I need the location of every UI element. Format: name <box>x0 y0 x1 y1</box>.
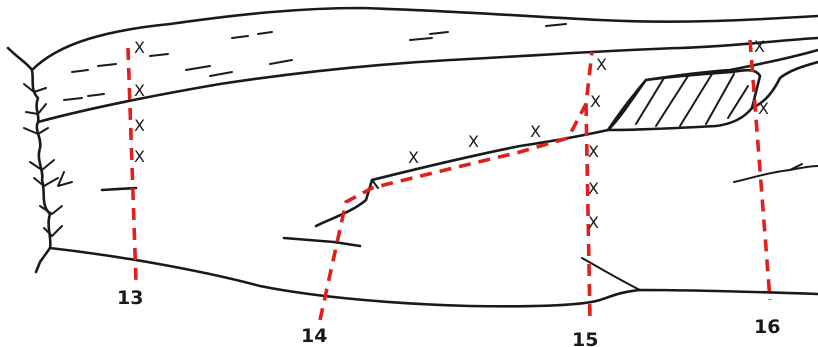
upper-wall-top-line <box>30 6 818 72</box>
x-marker: X <box>134 147 145 166</box>
profile-label-14: 14 <box>301 325 327 347</box>
profile-lines <box>126 39 772 321</box>
x-marker: X <box>596 55 607 74</box>
x-marker: X <box>468 132 479 151</box>
x-marker: X <box>134 38 145 57</box>
left-jagged-edge <box>6 46 52 274</box>
x-marker: X <box>590 92 601 111</box>
left-ceiling-stub <box>100 186 138 192</box>
floor-branch <box>581 257 641 291</box>
right-wall-stub-tick <box>789 163 803 171</box>
profile-line-14 <box>318 51 594 321</box>
profile-label-13: 13 <box>117 287 143 309</box>
profile-line-16 <box>748 39 772 301</box>
right-wall-stub-upper <box>750 60 818 110</box>
x-markers: X X X X X X X X X X X X X X <box>134 37 769 232</box>
x-marker: X <box>754 37 765 56</box>
x-marker: X <box>530 122 541 141</box>
x-marker: X <box>588 142 599 161</box>
x-marker: X <box>408 148 419 167</box>
hatched-block-hatching <box>635 73 749 127</box>
left-edge-barbs <box>23 83 73 237</box>
stub-near-14 <box>282 236 362 248</box>
x-marker: X <box>134 116 145 135</box>
profile-labels: 13 14 15 16 <box>117 287 780 347</box>
middle-ledge-notch <box>371 179 379 189</box>
x-marker: X <box>134 81 145 100</box>
x-marker: X <box>758 99 769 118</box>
profile-label-15: 15 <box>572 329 598 347</box>
right-wall-stub-lower <box>733 165 818 183</box>
x-marker: X <box>588 179 599 198</box>
x-marker: X <box>588 213 599 232</box>
upper-wall-bottom-line <box>36 36 818 124</box>
floor-line <box>48 246 818 308</box>
profile-line-15 <box>584 103 592 321</box>
profile-label-16: 16 <box>754 316 780 338</box>
upper-band-dashes <box>63 23 567 101</box>
